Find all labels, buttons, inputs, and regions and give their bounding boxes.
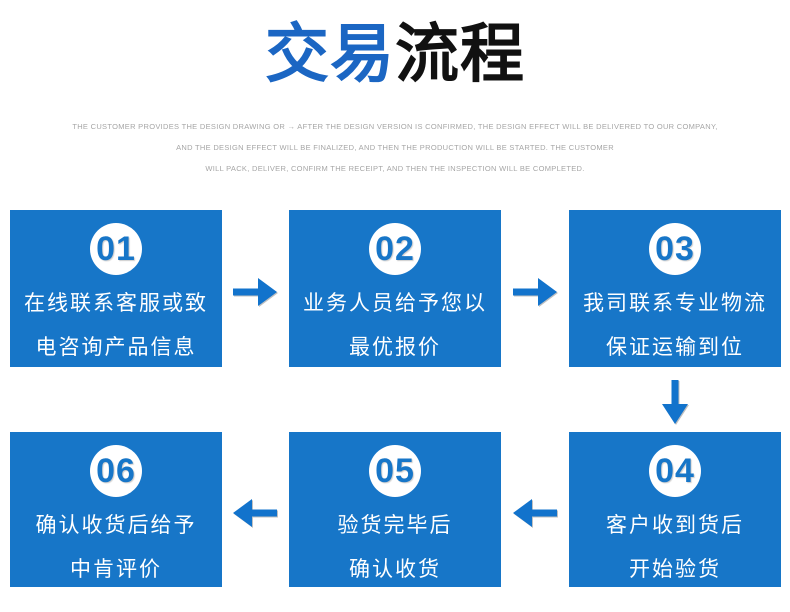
arrow-down-icon xyxy=(660,380,690,424)
title-part-blue: 交易 xyxy=(265,18,395,90)
step-card-05: 05 验货完毕后 确认收货 xyxy=(289,432,501,587)
step-card-04: 04 客户收到货后 开始验货 xyxy=(569,432,781,587)
step-text-line: 中肯评价 xyxy=(70,558,162,581)
subtitle-line-2: AND THE DESIGN EFFECT WILL BE FINALIZED,… xyxy=(176,143,614,152)
step-text-line: 我司联系专业物流 xyxy=(583,292,767,315)
step-number-badge: 06 xyxy=(90,445,142,497)
arrow-left-icon xyxy=(513,495,557,531)
step-text-line: 保证运输到位 xyxy=(606,336,744,359)
arrow-right-icon xyxy=(233,274,277,310)
step-text-line: 在线联系客服或致 xyxy=(24,292,208,315)
step-number: 04 xyxy=(655,451,695,490)
step-text-line: 电咨询产品信息 xyxy=(35,336,197,359)
step-number-badge: 04 xyxy=(649,445,701,497)
step-text-line: 验货完毕后 xyxy=(337,514,453,537)
title-part-black: 流程 xyxy=(395,18,525,90)
step-text-line: 确认收货 xyxy=(349,558,441,581)
step-card-01: 01 在线联系客服或致 电咨询产品信息 xyxy=(10,210,222,367)
step-number-badge: 01 xyxy=(90,223,142,275)
page-title: 交易流程 xyxy=(0,12,790,96)
step-card-02: 02 业务人员给予您以 最优报价 xyxy=(289,210,501,367)
step-card-06: 06 确认收货后给予 中肯评价 xyxy=(10,432,222,587)
subtitle-line-3: WILL PACK, DELIVER, CONFIRM THE RECEIPT,… xyxy=(205,164,585,173)
step-text-line: 客户收到货后 xyxy=(606,514,744,537)
step-number: 03 xyxy=(655,229,695,268)
step-number: 02 xyxy=(375,229,415,268)
step-number-badge: 02 xyxy=(369,223,421,275)
subtitle-line-1: THE CUSTOMER PROVIDES THE DESIGN DRAWING… xyxy=(72,122,718,131)
step-number: 05 xyxy=(375,451,415,490)
step-number: 06 xyxy=(96,451,136,490)
step-number-badge: 03 xyxy=(649,223,701,275)
step-card-03: 03 我司联系专业物流 保证运输到位 xyxy=(569,210,781,367)
step-number-badge: 05 xyxy=(369,445,421,497)
arrow-right-icon xyxy=(513,274,557,310)
step-number: 01 xyxy=(96,229,136,268)
step-text-line: 确认收货后给予 xyxy=(35,514,197,537)
subtitle-english: THE CUSTOMER PROVIDES THE DESIGN DRAWING… xyxy=(0,116,790,179)
step-text-line: 开始验货 xyxy=(629,558,721,581)
step-text-line: 最优报价 xyxy=(349,336,441,359)
step-text-line: 业务人员给予您以 xyxy=(303,292,487,315)
arrow-left-icon xyxy=(233,495,277,531)
